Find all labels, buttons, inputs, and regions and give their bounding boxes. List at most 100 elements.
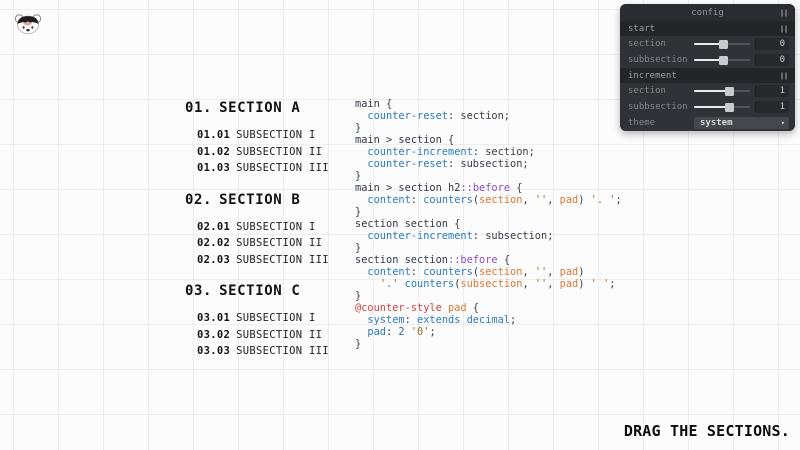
value-input[interactable]: 1 bbox=[755, 85, 789, 97]
code-token: , bbox=[522, 194, 535, 206]
code-token: section bbox=[404, 218, 449, 230]
subsection-number: 02.01 bbox=[197, 220, 231, 233]
code-token: section bbox=[355, 254, 399, 266]
section-heading[interactable]: 01. SECTION A bbox=[185, 98, 329, 118]
section-title: SECTION C bbox=[219, 283, 301, 299]
code-token: } bbox=[355, 338, 362, 350]
code-line: content: counters(section, '', pad) '. '… bbox=[355, 194, 621, 206]
subsection-number: 01.03 bbox=[197, 162, 231, 174]
slider[interactable] bbox=[694, 55, 750, 65]
code-token: extends decimal bbox=[417, 314, 511, 326]
code-token: pad bbox=[367, 326, 387, 338]
value-input[interactable]: 0 bbox=[755, 38, 789, 50]
code-token bbox=[355, 230, 367, 242]
code-token: , bbox=[522, 278, 535, 290]
subsection-label: SUBSECTION I bbox=[236, 129, 316, 141]
code-token: ; bbox=[429, 326, 436, 338]
slider[interactable] bbox=[694, 39, 750, 49]
slider-knob[interactable] bbox=[724, 102, 734, 112]
value-input[interactable]: 1 bbox=[755, 101, 789, 113]
code-token: counter-reset bbox=[367, 158, 448, 170]
code-line: } bbox=[355, 122, 622, 134]
subsection-label: SUBSECTION II bbox=[236, 145, 323, 158]
code-token: counters bbox=[404, 278, 455, 290]
value-input[interactable]: 0 bbox=[755, 54, 789, 66]
slider[interactable] bbox=[694, 86, 750, 96]
section-number: 02. bbox=[185, 191, 213, 208]
code-token: : section; bbox=[448, 110, 510, 122]
code-line: } bbox=[355, 338, 622, 350]
subsection-number: 01.01 bbox=[197, 129, 231, 141]
code-token bbox=[355, 110, 367, 122]
section-number: 01. bbox=[185, 100, 213, 116]
panel-row: section 1 bbox=[620, 83, 795, 99]
folder-title: increment bbox=[628, 70, 677, 81]
slider-knob[interactable] bbox=[719, 39, 729, 49]
subsection-item[interactable]: 01.01 SUBSECTION I bbox=[185, 127, 329, 144]
theme-select[interactable]: system ▾ bbox=[694, 117, 789, 129]
code-token: pad bbox=[559, 278, 579, 290]
code-token: 2 bbox=[398, 326, 405, 338]
code-token: system bbox=[367, 314, 405, 326]
bear-logo[interactable] bbox=[14, 12, 42, 36]
folder-titlebar-start[interactable]: start bbox=[620, 21, 795, 36]
slider-knob[interactable] bbox=[724, 86, 734, 96]
code-token: ; bbox=[609, 278, 616, 290]
code-token: ; bbox=[510, 314, 517, 326]
code-token: '' bbox=[534, 278, 548, 290]
subsection-label: SUBSECTION III bbox=[236, 345, 329, 357]
code-token bbox=[355, 194, 367, 206]
code-token: { bbox=[466, 302, 480, 314]
code-token: '.' bbox=[379, 278, 399, 290]
code-token: ::before bbox=[448, 254, 498, 266]
code-token: counters bbox=[423, 194, 473, 206]
code-token: section bbox=[479, 266, 523, 278]
section-heading[interactable]: 03.SECTION C bbox=[185, 281, 329, 301]
slider-knob[interactable] bbox=[719, 55, 729, 65]
code-token: , bbox=[522, 266, 535, 278]
fold-bars-icon bbox=[781, 9, 787, 16]
code-token: main bbox=[355, 182, 380, 194]
code-line: } bbox=[355, 170, 622, 182]
code-token: '. ' bbox=[590, 194, 616, 206]
code-line: main > section h2::before { bbox=[355, 182, 622, 194]
code-token: ( bbox=[454, 278, 461, 290]
code-line: '.' counters(subsection, '', pad) ' '; bbox=[355, 278, 622, 290]
code-token: subsection bbox=[460, 278, 523, 290]
slider[interactable] bbox=[694, 102, 750, 112]
slider-label: section bbox=[628, 86, 666, 96]
code-token: '' bbox=[534, 266, 548, 278]
section-title: SECTION A bbox=[219, 100, 301, 116]
code-token: : section; bbox=[472, 146, 535, 158]
code-token: , bbox=[547, 278, 560, 290]
code-token: section bbox=[398, 182, 442, 194]
code-token: : bbox=[410, 194, 424, 206]
code-line: content: counters(section, '', pad) bbox=[355, 266, 622, 278]
code-token: } bbox=[355, 122, 362, 134]
code-token: { bbox=[497, 254, 511, 266]
code-token: section bbox=[404, 254, 449, 266]
drag-hint-text: DRAG THE SECTIONS. bbox=[623, 422, 790, 440]
code-token: } bbox=[355, 170, 362, 182]
code-token: ) bbox=[578, 266, 585, 278]
section-heading[interactable]: 02.SECTION B bbox=[185, 190, 329, 210]
folder-titlebar-increment[interactable]: increment bbox=[620, 68, 795, 83]
panel-titlebar[interactable]: config bbox=[620, 4, 795, 21]
code-token: section bbox=[479, 194, 523, 206]
code-token bbox=[355, 146, 367, 158]
folder-title: start bbox=[628, 23, 656, 34]
code-token: counter-reset bbox=[367, 110, 448, 122]
subsection-number: 03.01 bbox=[197, 312, 231, 324]
